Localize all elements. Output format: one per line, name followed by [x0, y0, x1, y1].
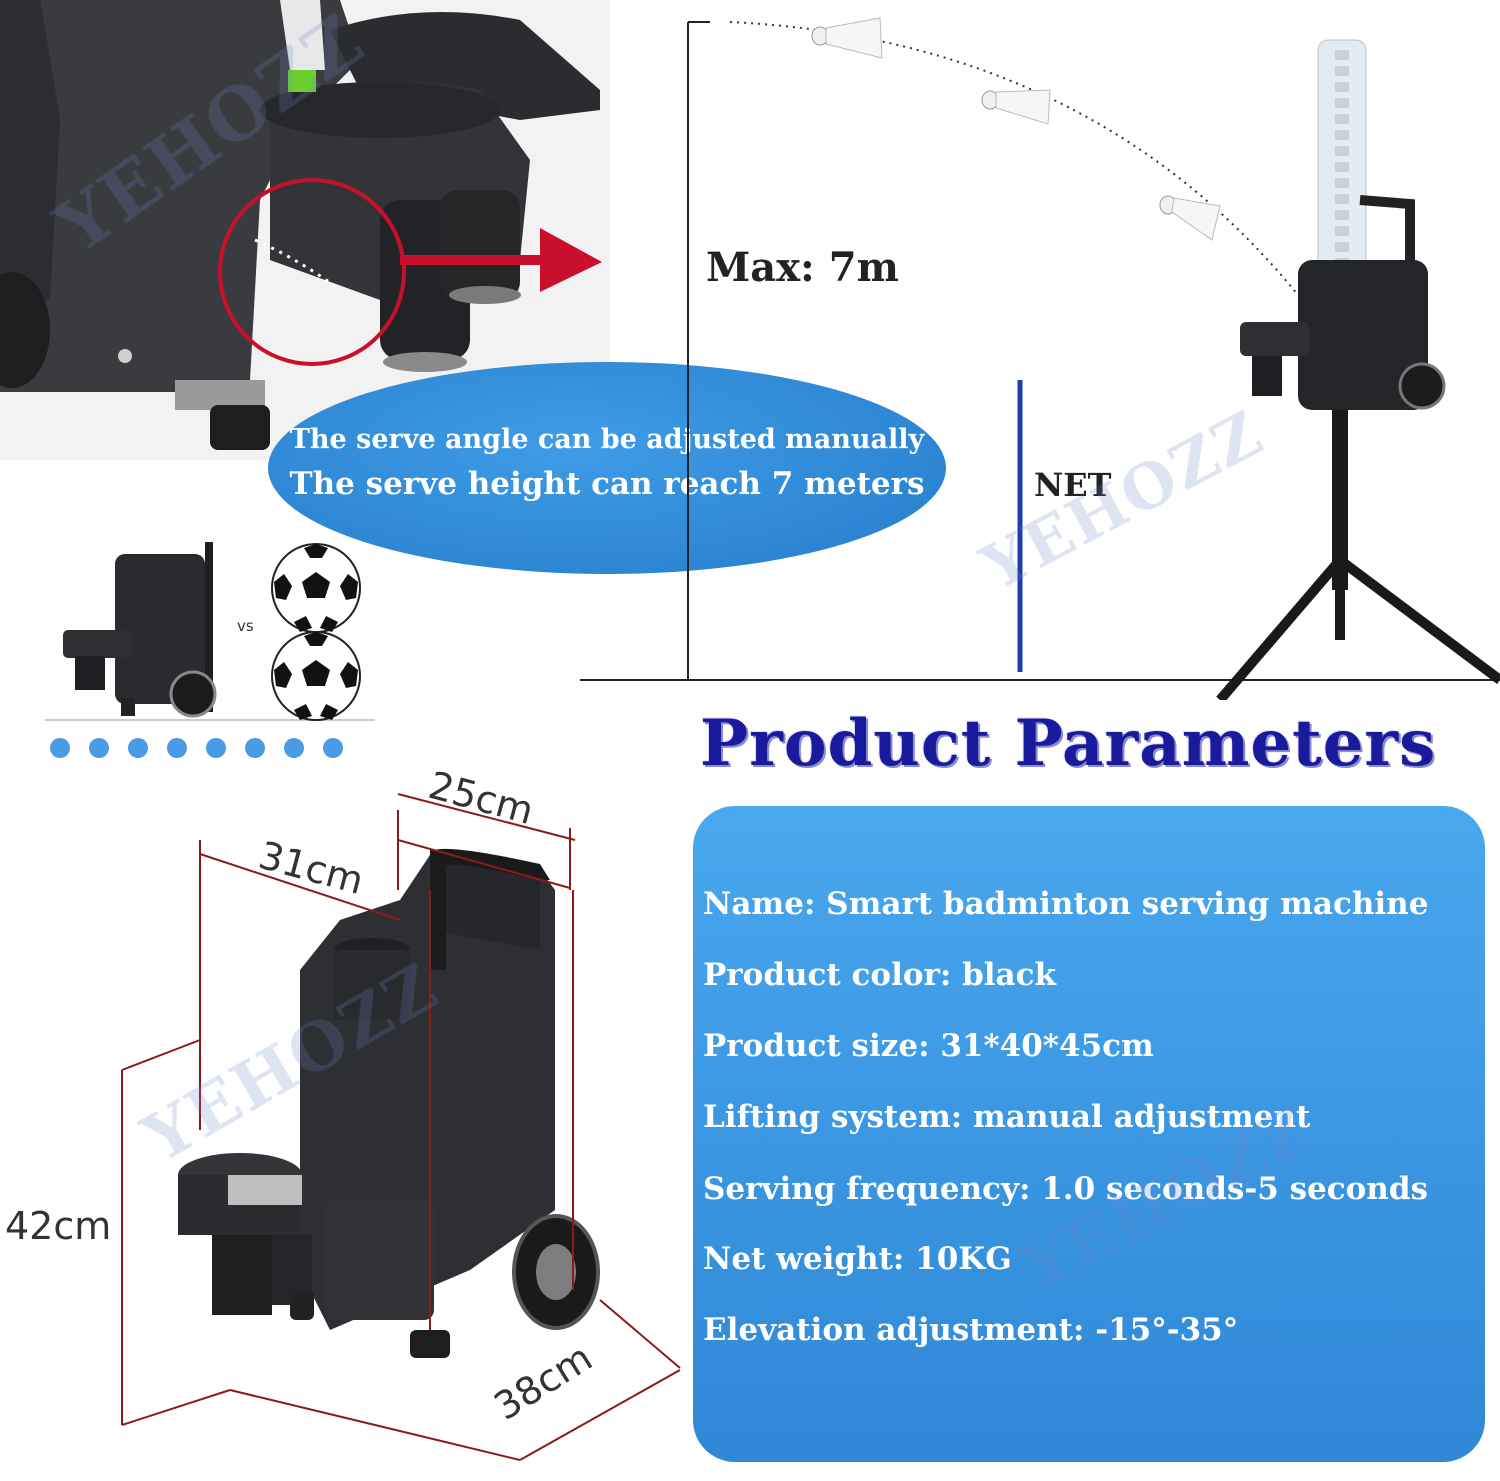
- param-frequency: Serving frequency: 1.0 seconds-5 seconds: [703, 1171, 1428, 1207]
- dimension-drawing: [121, 793, 681, 1461]
- dot-icon: [89, 738, 109, 758]
- callout-line-height: The serve height can reach 7 meters: [289, 466, 925, 502]
- dot-icon: [284, 738, 304, 758]
- feature-callout-oval: The serve angle can be adjusted manually…: [268, 362, 946, 574]
- param-name: Name: Smart badminton serving machine: [703, 886, 1429, 922]
- serve-height-diagram: [580, 17, 1500, 700]
- dot-icon: [128, 738, 148, 758]
- serve-angle-closeup-image: [0, 0, 610, 460]
- shuttlecock-icon: [981, 89, 1051, 125]
- shuttlecock-icon: [1159, 195, 1221, 241]
- param-weight: Net weight: 10KG: [703, 1241, 1012, 1277]
- dot-icon: [206, 738, 226, 758]
- max-height-label: Max: 7m: [706, 244, 899, 291]
- dot-icon: [245, 738, 265, 758]
- param-elevation: Elevation adjustment: -15°-35°: [703, 1312, 1239, 1348]
- soccer-ball-icon: [271, 543, 361, 633]
- product-parameters-title: Product Parameters: [700, 706, 1437, 781]
- param-lifting: Lifting system: manual adjustment: [703, 1099, 1311, 1135]
- soccer-ball-icon: [271, 631, 361, 721]
- product-parameters-panel: Name: Smart badminton serving machine Pr…: [693, 806, 1485, 1462]
- vs-label: vs: [237, 617, 254, 635]
- net-label: NET: [1034, 466, 1112, 504]
- pagination-dots: [50, 738, 343, 758]
- param-size: Product size: 31*40*45cm: [703, 1028, 1154, 1064]
- param-color: Product color: black: [703, 957, 1056, 993]
- dot-icon: [323, 738, 343, 758]
- size-comparison-image: [45, 542, 375, 721]
- dot-icon: [167, 738, 187, 758]
- dot-icon: [50, 738, 70, 758]
- dimension-height: 42cm: [5, 1204, 112, 1248]
- callout-line-angle: The serve angle can be adjusted manually: [289, 424, 925, 455]
- shuttlecock-icon: [811, 17, 883, 59]
